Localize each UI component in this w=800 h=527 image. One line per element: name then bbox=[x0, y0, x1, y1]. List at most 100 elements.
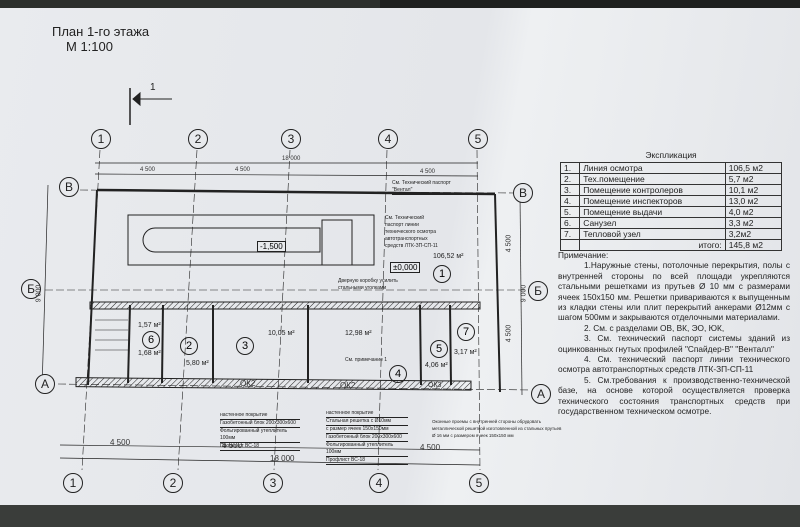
section-mark-label: 1 bbox=[150, 82, 156, 93]
window-mark: ОК2 bbox=[240, 379, 256, 388]
callout-openings: Оконные проемы с внутренней стороны обру… bbox=[432, 419, 562, 438]
callout-door: Дверную коробку усилить стальными уголка… bbox=[338, 278, 398, 291]
dimension-total: 18 000 bbox=[270, 454, 295, 463]
row-area: 13,0 м2 bbox=[724, 195, 783, 207]
row-num: 2. bbox=[559, 173, 581, 185]
row-name: Тех.помещение bbox=[579, 173, 726, 185]
note-item: 4. См. технический паспорт линии техниче… bbox=[558, 354, 790, 375]
axis-marker: 4 bbox=[378, 129, 398, 149]
axis-marker: 2 bbox=[163, 473, 183, 493]
callout-note1: См. примечание 1 bbox=[345, 357, 388, 363]
row-area: 106,5 м2 bbox=[724, 162, 783, 174]
axis-marker: В bbox=[59, 177, 79, 197]
dimension-span: 4 500 bbox=[420, 443, 441, 452]
row-name: Санузел bbox=[579, 217, 726, 229]
note-item: 5. См.требования к производственно-техни… bbox=[558, 374, 790, 417]
dimension-height: 9 000 bbox=[35, 284, 43, 303]
total-label: итого: bbox=[579, 239, 726, 251]
axis-marker: 3 bbox=[263, 473, 283, 493]
row-area: 3,2м2 bbox=[724, 228, 783, 240]
callout-line-passport: См. Технический паспорт линии техническо… bbox=[385, 215, 438, 249]
room-number: 6 bbox=[142, 331, 160, 349]
room-number: 3 bbox=[236, 337, 254, 355]
notes-heading: Примечание: bbox=[558, 250, 609, 260]
room-number: 7 bbox=[457, 323, 475, 341]
axis-marker: Б bbox=[21, 279, 41, 299]
room-number: 1 bbox=[433, 265, 451, 283]
axis-marker: 3 bbox=[281, 129, 301, 149]
axis-marker: 5 bbox=[468, 129, 488, 149]
axis-marker: А bbox=[35, 374, 55, 394]
row-name: Помещение инспекторов bbox=[579, 195, 726, 207]
dimension-span: 4 500 bbox=[110, 438, 131, 447]
dimension-height: 9 000 bbox=[520, 284, 528, 303]
row-num: 7. bbox=[559, 228, 581, 240]
note-item: 3. См. технический паспорт системы здани… bbox=[558, 333, 790, 354]
row-num: 3. bbox=[559, 184, 581, 196]
dimension-span: 4 500 bbox=[420, 169, 436, 175]
total-value: 145,8 м2 bbox=[724, 239, 783, 251]
row-name: Помещение контролеров bbox=[579, 184, 726, 196]
note-item: 2. См. с разделами ОВ, ВК, ЭО, ЮК, bbox=[584, 322, 725, 333]
room-number: 5 bbox=[430, 340, 448, 358]
window-mark: ОК3 bbox=[428, 382, 442, 389]
room-area: 12,98 м² bbox=[345, 330, 372, 337]
row-name: Линия осмотра bbox=[579, 162, 726, 174]
room-area: 5,80 м² bbox=[186, 360, 209, 367]
table-title: Экспликация bbox=[560, 148, 782, 163]
level-mark-pit: -1,500 bbox=[257, 241, 286, 252]
row-area: 10,1 м2 bbox=[724, 184, 783, 196]
room-number: 2 bbox=[180, 337, 198, 355]
room-area: 10,05 м² bbox=[268, 330, 295, 337]
axis-marker: 5 bbox=[469, 473, 489, 493]
room-area: 1,68 м² bbox=[138, 350, 161, 357]
notes-block: Примечание: 1.Наружные стены, потолочные… bbox=[558, 250, 790, 417]
note-item: 1.Наружные стены, потолочные перекрытия,… bbox=[558, 260, 790, 323]
dimension-half: 4 500 bbox=[505, 324, 513, 343]
row-num: 5. bbox=[559, 206, 581, 218]
axis-marker: А bbox=[531, 384, 551, 404]
level-mark-floor: ±0,000 bbox=[390, 262, 421, 273]
row-num: 6. bbox=[559, 217, 581, 229]
axis-marker: 4 bbox=[369, 473, 389, 493]
drawing-title: План 1-го этажа М 1:100 bbox=[52, 24, 149, 54]
table-total-row: итого:145,8 м2 bbox=[559, 239, 783, 251]
row-num: 4. bbox=[559, 195, 581, 207]
dimension-span: 4 500 bbox=[140, 167, 156, 173]
axis-marker: Б bbox=[528, 281, 548, 301]
dimension-span: 4 500 bbox=[235, 167, 251, 173]
background-edge bbox=[0, 505, 800, 527]
room-area: 1,57 м² bbox=[138, 322, 161, 329]
row-name: Помещение выдачи bbox=[579, 206, 726, 218]
dimension-half: 4 500 bbox=[505, 234, 513, 253]
room-area: 3,17 м² bbox=[454, 349, 477, 356]
room-number: 4 bbox=[389, 365, 407, 383]
axis-marker: 2 bbox=[188, 129, 208, 149]
dimension-total: 18 000 bbox=[282, 156, 301, 162]
row-area: 5,7 м2 bbox=[724, 173, 783, 185]
row-area: 3,3 м2 bbox=[724, 217, 783, 229]
axis-marker: 1 bbox=[91, 129, 111, 149]
axis-marker: В bbox=[513, 183, 533, 203]
room-area: 4,06 м² bbox=[425, 362, 448, 369]
row-num: 1. bbox=[559, 162, 581, 174]
row-name: Тепловой узел bbox=[579, 228, 726, 240]
scale-label: М 1:100 bbox=[66, 39, 113, 54]
callout-ventall: См. Технический паспорт "Вентал" bbox=[392, 180, 472, 195]
axis-marker: 1 bbox=[63, 473, 83, 493]
row-area: 4,0 м2 bbox=[724, 206, 783, 218]
title-line: План 1-го этажа bbox=[52, 24, 150, 39]
dimension-span: 4 500 bbox=[222, 441, 243, 450]
window-mark: ОК2 bbox=[340, 381, 356, 390]
